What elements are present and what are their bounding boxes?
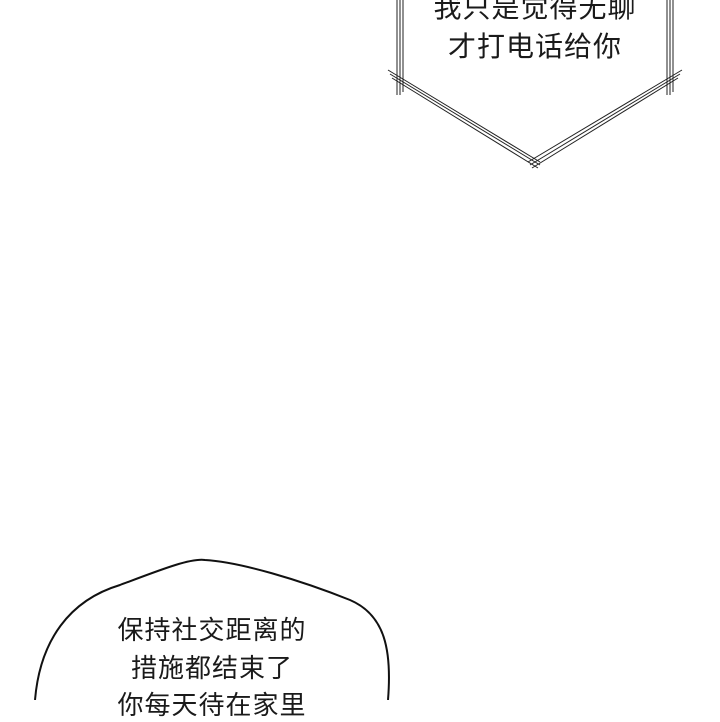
top-speech-bubble	[387, 0, 683, 169]
bottom-bubble-line-1: 保持社交距离的	[117, 616, 307, 646]
top-bubble-line-2: 才打电话给你	[447, 30, 622, 63]
bottom-speech-bubble	[34, 558, 391, 700]
bottom-bubble-line-3: 你每天待在家里	[117, 691, 307, 721]
bottom-bubble-line-2: 措施都结束了	[130, 654, 293, 684]
top-bubble-line-1: 我只是觉得无聊	[433, 0, 637, 24]
speech-bubble-shapes	[34, 0, 683, 700]
